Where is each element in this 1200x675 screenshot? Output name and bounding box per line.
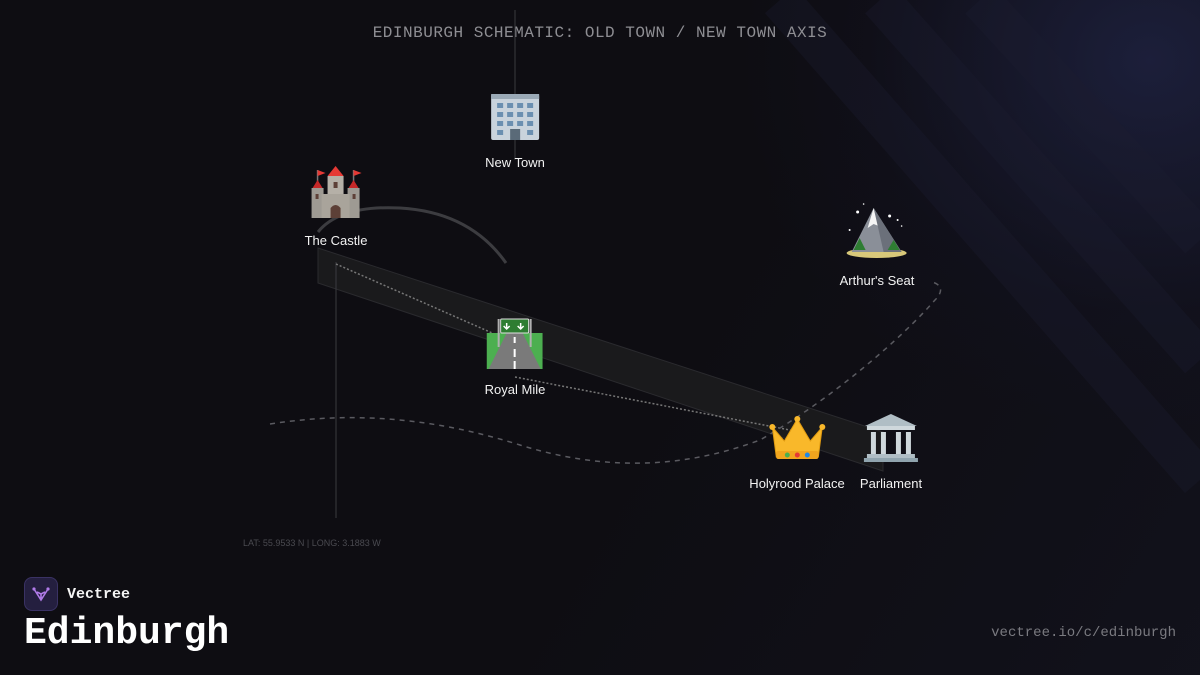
landmark-royal-mile[interactable]: Royal Mile bbox=[484, 317, 546, 397]
landmark-label: Holyrood Palace bbox=[749, 476, 845, 491]
landmark-label: Parliament bbox=[859, 476, 923, 491]
landmark-label: New Town bbox=[485, 155, 545, 170]
diagram-title: EDINBURGH SCHEMATIC: OLD TOWN / NEW TOWN… bbox=[372, 24, 828, 42]
mountain-icon bbox=[844, 202, 910, 263]
dotted-route bbox=[335, 263, 801, 433]
landmark-label: Royal Mile bbox=[484, 382, 546, 397]
landmark-label: The Castle bbox=[304, 233, 368, 248]
coordinates-readout: LAT: 55.9533 N | LONG: 3.1883 W bbox=[243, 538, 381, 548]
office-building-icon bbox=[487, 92, 543, 145]
classical-building-icon bbox=[863, 413, 919, 466]
motorway-icon bbox=[487, 317, 543, 372]
landmark-new-town[interactable]: New Town bbox=[485, 92, 545, 170]
landmark-holyrood-palace[interactable]: Holyrood Palace bbox=[749, 413, 845, 491]
castle-icon bbox=[308, 166, 364, 223]
city-name: Edinburgh bbox=[24, 612, 230, 655]
landmark-label: Arthur's Seat bbox=[839, 273, 915, 288]
landmark-arthurs-seat[interactable]: Arthur's Seat bbox=[839, 202, 915, 288]
crown-icon bbox=[768, 413, 826, 466]
royal-mile-band bbox=[317, 247, 884, 472]
vectree-logo-icon bbox=[24, 577, 58, 611]
landmark-parliament[interactable]: Parliament bbox=[860, 413, 922, 491]
dashed-boundary bbox=[269, 281, 942, 464]
brand-lockup[interactable]: Vectree bbox=[24, 577, 130, 611]
landmark-the-castle[interactable]: The Castle bbox=[304, 166, 368, 248]
brand-name: Vectree bbox=[67, 585, 131, 603]
page-url[interactable]: vectree.io/c/edinburgh bbox=[991, 625, 1176, 641]
